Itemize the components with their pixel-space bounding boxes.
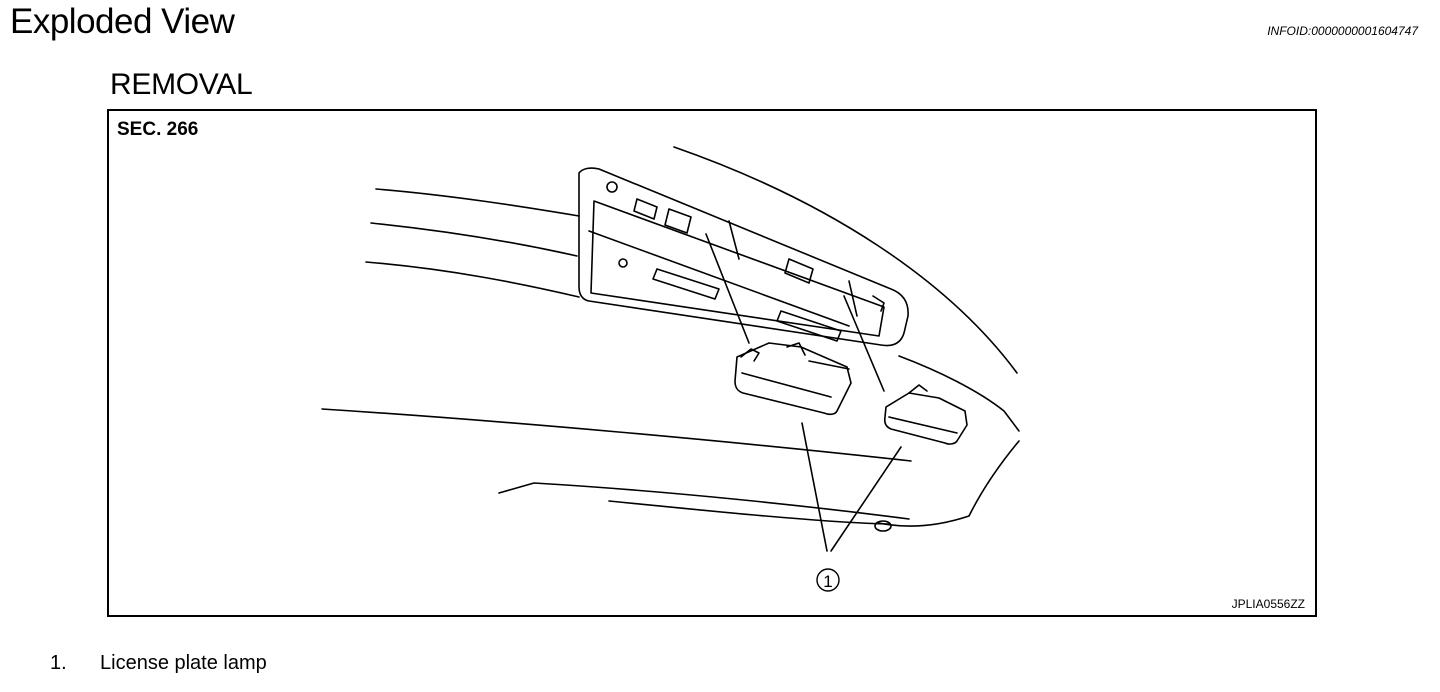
bumper-corner-line — [608, 500, 890, 525]
body-contour-line — [370, 222, 578, 257]
legend-label: License plate lamp — [100, 652, 267, 674]
bumper-hole — [874, 520, 892, 532]
lamp-lens-right — [888, 416, 958, 434]
lamp-tab-right — [908, 384, 928, 394]
body-contour-line — [673, 146, 1018, 374]
finisher-detail — [664, 208, 692, 234]
callout-leader-line — [801, 422, 828, 552]
finisher-detail — [784, 258, 814, 284]
lamp-tab-left — [786, 342, 806, 356]
legend-item: 1. License plate lamp — [50, 652, 267, 675]
finisher-detail — [728, 220, 740, 260]
body-contour-line — [365, 261, 580, 298]
body-contour-line — [321, 408, 912, 462]
finisher-detail — [633, 198, 658, 220]
license-plate-lamp-left — [734, 342, 852, 416]
info-id: INFOID:0000000001604747 — [1267, 24, 1418, 38]
finisher-inner-frame — [588, 230, 850, 327]
lamp-lens-left — [741, 372, 832, 398]
finisher-outline — [578, 167, 909, 347]
guide-line — [705, 233, 750, 344]
callout-leader-line — [830, 446, 902, 552]
legend-number: 1. — [50, 652, 67, 674]
finisher-detail — [776, 310, 842, 342]
finisher-detail — [848, 280, 858, 317]
body-contour-line — [375, 188, 580, 217]
screw-icon — [618, 258, 628, 268]
screw-icon — [606, 181, 618, 193]
license-plate-lamp-right — [883, 392, 968, 445]
finisher-detail — [652, 268, 720, 300]
lamp-tab-left — [740, 348, 760, 362]
figure-frame: 1 SEC. 266 JPLIA0556ZZ — [107, 109, 1317, 617]
finisher-detail — [872, 295, 885, 312]
guide-line — [843, 295, 885, 392]
body-contour-line — [898, 355, 1020, 432]
body-contour-line — [498, 482, 910, 520]
guide-line — [808, 360, 850, 370]
exploded-view-diagram: 1 — [321, 146, 1020, 592]
finisher-inner-frame — [590, 200, 885, 337]
sec-label: SEC. 266 — [117, 119, 199, 140]
callout-circle — [816, 568, 840, 592]
figure-code: JPLIA0556ZZ — [1231, 597, 1305, 611]
section-title: REMOVAL — [110, 68, 253, 101]
page-title: Exploded View — [10, 2, 235, 41]
callout-number: 1 — [823, 572, 832, 591]
bumper-corner-line — [878, 440, 1020, 527]
